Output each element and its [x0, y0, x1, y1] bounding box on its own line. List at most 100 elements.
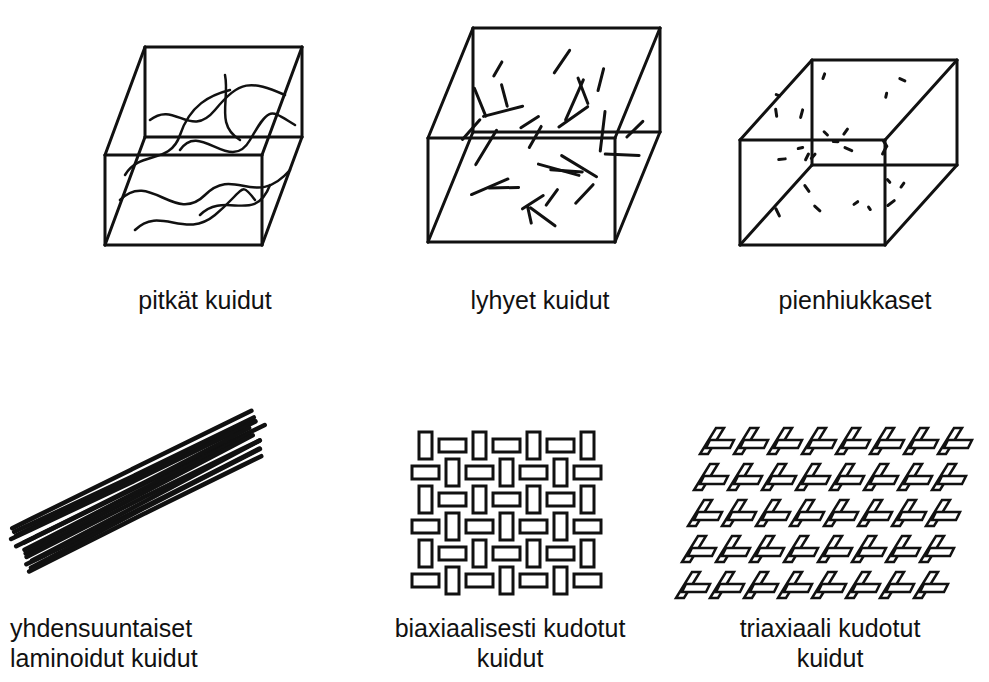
box-edge — [105, 154, 262, 157]
weave-strip — [500, 459, 513, 486]
weave-strip — [926, 548, 954, 556]
particle — [900, 79, 905, 81]
short-fiber — [578, 78, 588, 103]
particle — [798, 147, 802, 148]
weave-strip — [446, 567, 459, 594]
weave-strip — [728, 512, 756, 520]
short-fiber — [530, 208, 555, 226]
weave-strip — [740, 440, 768, 448]
box-edge — [105, 244, 262, 247]
particle — [833, 140, 838, 143]
weave-strip — [932, 512, 960, 520]
short-fiber — [554, 50, 569, 72]
box-edge — [812, 164, 957, 167]
box-edge — [472, 28, 475, 132]
particle — [805, 186, 809, 192]
short-fiber — [627, 121, 643, 137]
caption-label: triaxiaali kudotut kuidut — [710, 613, 950, 673]
caption-label: lyhyet kuidut — [410, 285, 670, 315]
weave-strip — [762, 512, 790, 520]
weave-strip — [412, 466, 439, 479]
weave-strip — [774, 440, 802, 448]
short-fiber — [529, 126, 541, 147]
weave-strip — [904, 476, 932, 484]
weave-strip — [574, 574, 601, 587]
weave-strip — [574, 466, 601, 479]
box-edge — [473, 27, 660, 30]
weave-strip — [493, 439, 520, 452]
box-edge — [812, 59, 957, 62]
weave-strip — [768, 476, 796, 484]
weave-strip — [419, 540, 432, 567]
caption-label: pitkät kuidut — [75, 285, 335, 315]
weave-strip — [790, 548, 818, 556]
particle — [887, 180, 889, 183]
weave-strip — [824, 548, 852, 556]
weave-strip — [706, 440, 734, 448]
box-edge — [740, 244, 885, 247]
particle — [883, 147, 887, 154]
particle — [823, 74, 825, 79]
short-fiber — [605, 154, 639, 156]
fiber-strand — [29, 456, 261, 571]
long-fiber — [180, 114, 295, 153]
particles-box — [740, 60, 957, 245]
weave-strip — [527, 432, 540, 459]
weave-strip — [876, 440, 904, 448]
particle — [888, 201, 894, 206]
fiber-strand — [31, 449, 260, 568]
weave-strip — [439, 493, 466, 506]
weave-strip — [554, 459, 567, 486]
particle — [883, 141, 886, 146]
weave-strip — [688, 548, 716, 556]
weave-strip — [547, 439, 574, 452]
box-edge — [428, 28, 473, 138]
weave-strip — [574, 520, 601, 533]
long-fiber — [120, 170, 290, 204]
weave-strip — [858, 548, 886, 556]
short-fiber — [576, 185, 593, 204]
fiber-strand — [16, 428, 249, 546]
box-edge — [144, 47, 147, 137]
weave-strip — [500, 567, 513, 594]
box-edge — [615, 28, 660, 138]
weave-strip — [473, 486, 486, 513]
short-fibers-box — [428, 28, 660, 242]
weave-strip — [520, 574, 547, 587]
particle — [779, 157, 785, 161]
short-fiber — [598, 69, 604, 91]
weave-strip — [796, 512, 824, 520]
weave-strip — [830, 512, 858, 520]
weave-strip — [581, 432, 594, 459]
short-fiber — [559, 107, 588, 127]
weave-strip — [870, 476, 898, 484]
particle — [844, 129, 848, 134]
box-edge — [301, 47, 304, 137]
particle — [815, 206, 820, 211]
weave-strip — [694, 512, 722, 520]
particle — [901, 183, 904, 187]
weave-strip — [554, 513, 567, 540]
box-edge — [145, 136, 302, 139]
weave-strip — [818, 584, 846, 592]
box-edge — [262, 47, 302, 155]
box-edge — [105, 47, 145, 155]
box-edge — [615, 132, 660, 242]
weave-strip — [750, 584, 778, 592]
weave-strip — [864, 512, 892, 520]
caption-label: yhdensuuntaiset laminoidut kuidut — [10, 613, 280, 673]
particle — [801, 110, 803, 118]
weave-strip — [920, 584, 948, 592]
weave-strip — [852, 584, 880, 592]
weave-strip — [419, 432, 432, 459]
long-fibers-box — [105, 47, 302, 245]
particle — [776, 209, 779, 216]
weave-strip — [842, 440, 870, 448]
weave-strip — [722, 548, 750, 556]
weave-strip — [910, 440, 938, 448]
box-edge — [885, 60, 957, 140]
box-edge — [885, 165, 957, 245]
weave-strip — [466, 520, 493, 533]
